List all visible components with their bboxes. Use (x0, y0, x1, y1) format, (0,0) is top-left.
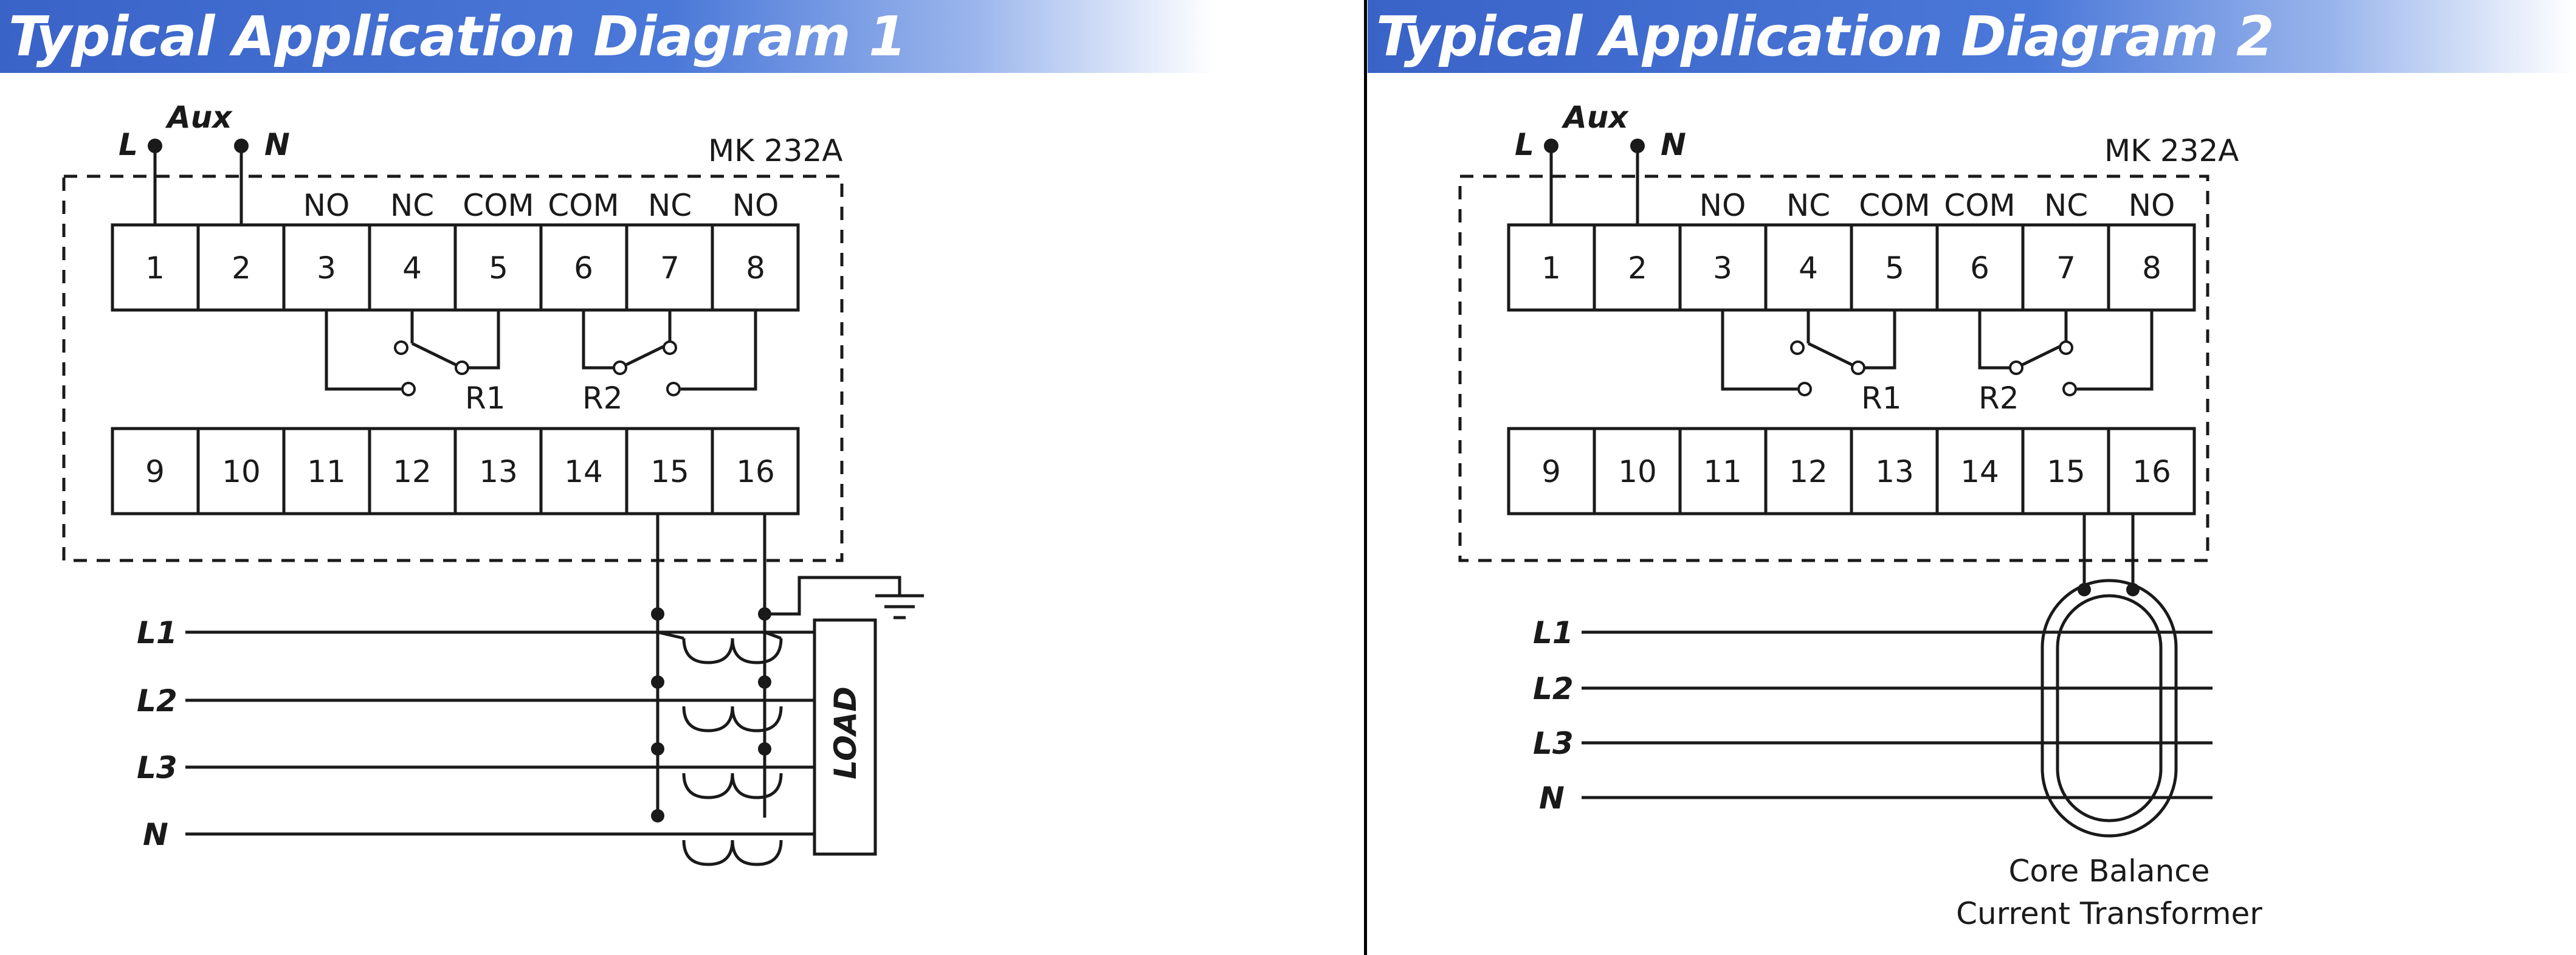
line-label: L3 (1533, 726, 1574, 761)
terminal-number: 8 (2142, 250, 2161, 286)
supply-line-label: L (119, 127, 138, 162)
terminal-number: 3 (1713, 250, 1732, 286)
terminal-dividers (196, 225, 714, 514)
diagram1-title: Typical Application Diagram 1 (9, 5, 907, 69)
line-label: L1 (1533, 615, 1574, 650)
contact-label: NC (648, 188, 692, 223)
terminal-number: 2 (1628, 250, 1647, 286)
line-label: L1 (137, 615, 177, 650)
device-outline (1458, 174, 2209, 562)
terminal-number: 13 (479, 454, 518, 489)
terminal-dividers (1593, 225, 2110, 514)
line-label: L2 (1533, 671, 1574, 706)
contact-label: NC (2044, 188, 2088, 223)
supply-line-label: L (1515, 127, 1534, 162)
relay-r2-label: R2 (582, 381, 623, 416)
panel-divider (1364, 0, 1367, 955)
diagram1-banner: Typical Application Diagram 1 (0, 0, 1216, 73)
relay-r1-label: R1 (1861, 381, 1902, 416)
contact-label: COM (548, 188, 619, 223)
terminal-number: 14 (1960, 454, 1999, 489)
diagram1-wiring: L Aux N MK 232A NO NC COM COM NC NO 1 2 … (62, 100, 924, 866)
diagram2-banner: Typical Application Diagram 2 (1368, 0, 2576, 73)
relay-r1-label: R1 (465, 381, 506, 416)
load-label: LOAD (828, 686, 863, 779)
contact-label: NO (732, 188, 779, 223)
terminal-number: 1 (145, 250, 165, 286)
terminal-number: 10 (222, 454, 261, 489)
terminal-number: 2 (232, 250, 251, 286)
supply-neutral-label: N (1661, 127, 1686, 162)
terminal-number: 8 (746, 250, 765, 286)
terminal-number: 12 (393, 454, 432, 489)
terminal-number: 15 (2047, 454, 2085, 489)
line-label: N (143, 817, 168, 852)
line-label: L2 (137, 683, 177, 719)
contact-label: NC (1786, 188, 1830, 223)
diagram2-wiring: L Aux N MK 232A NO NC COM COM NC NO 1 2 … (1458, 100, 2262, 931)
terminal-number: 4 (1799, 250, 1818, 286)
terminal-number: 3 (317, 250, 336, 286)
terminal-number: 10 (1618, 454, 1657, 489)
terminal-number: 5 (1885, 250, 1904, 286)
device-outline (62, 174, 844, 562)
terminal-number: 14 (564, 454, 603, 489)
contact-label: COM (1944, 188, 2015, 223)
contact-label: NC (390, 188, 434, 223)
terminal-number: 6 (574, 250, 593, 286)
terminal-number: 13 (1875, 454, 1914, 489)
supply-aux-label: Aux (165, 100, 233, 135)
terminal-number: 16 (2132, 454, 2171, 489)
contact-label: COM (1859, 188, 1930, 223)
model-label: MK 232A (708, 133, 842, 168)
terminal-number: 5 (489, 250, 508, 286)
line-label: N (1539, 781, 1565, 816)
terminal-number: 4 (402, 250, 422, 286)
contact-label: COM (463, 188, 534, 223)
relay-r2-label: R2 (1978, 381, 2019, 416)
terminal-number: 9 (145, 454, 165, 489)
line-label: L3 (137, 750, 177, 785)
model-label: MK 232A (2104, 133, 2239, 168)
supply-neutral-label: N (264, 127, 290, 162)
terminal-number: 7 (660, 250, 680, 286)
ct-caption-line2: Current Transformer (1956, 896, 2262, 931)
contact-label: NO (1700, 188, 1746, 223)
terminal-number: 11 (307, 454, 346, 489)
ct-caption-line1: Core Balance (2008, 853, 2209, 889)
ct-core-inner (2056, 594, 2163, 822)
ct-core-outer (2040, 579, 2178, 838)
terminal-number: 9 (1541, 454, 1561, 489)
terminal-number: 7 (2056, 250, 2076, 286)
supply-aux-label: Aux (1561, 100, 1629, 135)
terminal-number: 6 (1970, 250, 1989, 286)
terminal-number: 15 (650, 454, 689, 489)
contact-label: NO (303, 188, 350, 223)
load-box (813, 618, 877, 856)
contact-label: NO (2129, 188, 2175, 223)
terminal-number: 12 (1789, 454, 1828, 489)
diagram2-title: Typical Application Diagram 2 (1376, 5, 2275, 69)
terminal-number: 1 (1541, 250, 1561, 286)
terminal-number: 16 (736, 454, 775, 489)
terminal-number: 11 (1703, 454, 1742, 489)
